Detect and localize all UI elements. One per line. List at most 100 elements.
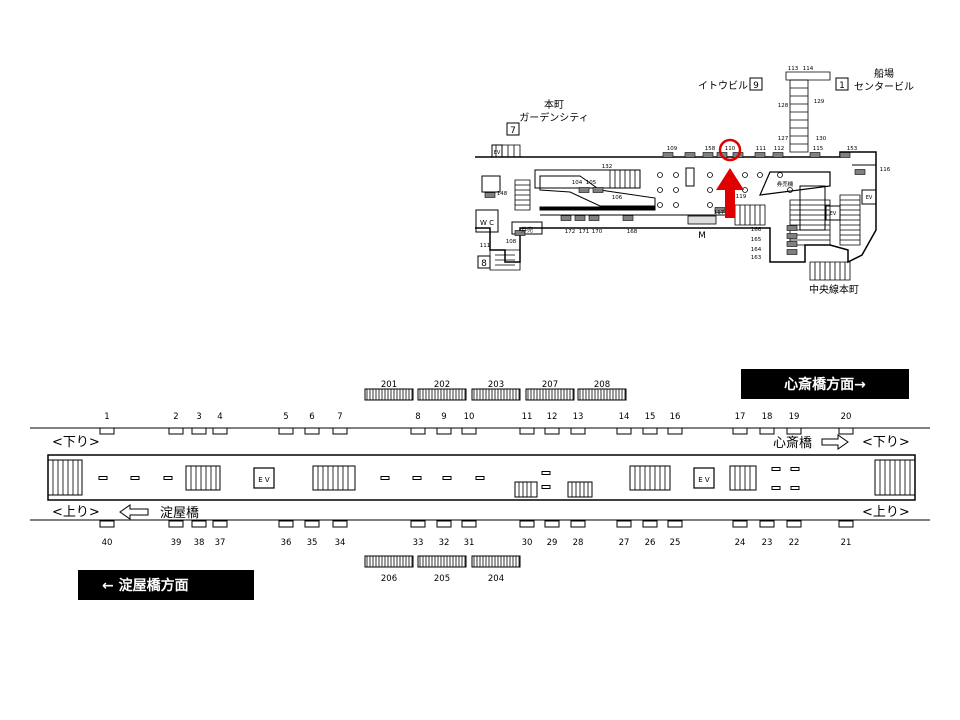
platform-panel: [380, 476, 390, 480]
platform-board-bottom: [212, 520, 228, 528]
platform-board-top: [838, 427, 854, 435]
platform-board-number: 14: [619, 412, 630, 422]
platform-board-number: 5: [283, 412, 288, 422]
yodoyabashi-arrow-icon: [119, 504, 149, 520]
platform-board-top: [278, 427, 294, 435]
platform-banner: [577, 388, 627, 401]
concourse-panel: [560, 215, 572, 221]
platform-board-number: 3: [196, 412, 201, 422]
platform-board-top: [732, 427, 748, 435]
platform-board-bottom: [519, 520, 535, 528]
platform-board-number: 12: [547, 412, 558, 422]
exit-number: 7: [510, 126, 516, 136]
concourse-board-number: 153: [847, 146, 858, 152]
platform-banner: [525, 388, 575, 401]
highlight-arrow-head: [716, 168, 744, 190]
ev-label: EV: [494, 150, 501, 156]
platform-panel: [163, 476, 173, 480]
platform-panel: [442, 476, 452, 480]
platform-board-top: [759, 427, 775, 435]
exit-number: 9: [753, 81, 759, 91]
concourse-board-number: 104: [572, 180, 583, 186]
platform-board-bottom: [304, 520, 320, 528]
platform-board-number: 34: [335, 538, 346, 548]
concourse-board-number: 111: [756, 146, 767, 152]
platform-board-top: [642, 427, 658, 435]
concourse-board-number: 128: [778, 103, 789, 109]
concourse-panel: [754, 152, 766, 158]
building-honmachi: 本町ガーデンシティ: [519, 98, 588, 124]
track-label-up-right: <上り>: [862, 505, 910, 520]
ticket-label: 券売機: [777, 180, 794, 188]
platform-board-number: 13: [573, 412, 584, 422]
platform-board-number: 28: [573, 538, 584, 548]
concourse-board-number: 163: [751, 255, 762, 261]
platform-board-bottom: [786, 520, 802, 528]
platform-board-top: [519, 427, 535, 435]
platform-banner: [471, 388, 521, 401]
concourse-board-number: 109: [667, 146, 678, 152]
exit-number: 1: [839, 81, 845, 91]
platform-banner-number: 201: [381, 380, 397, 390]
platform-board-bottom: [642, 520, 658, 528]
platform-board-top: [191, 427, 207, 435]
track-label-down-right: <下り>: [862, 435, 910, 450]
concourse-board-number: 111: [480, 243, 491, 249]
platform-board-number: 23: [762, 538, 773, 548]
concourse-board-number: 108: [506, 239, 517, 245]
platform-banner-number: 202: [434, 380, 450, 390]
platform-board-top: [212, 427, 228, 435]
concourse-board-number: 130: [816, 136, 827, 142]
platform-board-number: 25: [670, 538, 681, 548]
platform-board-number: 17: [735, 412, 746, 422]
concourse-board-number: 106: [612, 195, 623, 201]
platform-banner: [364, 555, 414, 568]
track-label-up-left: <上り>: [52, 505, 100, 520]
concourse-panel: [592, 187, 604, 193]
platform-board-number: 4: [217, 412, 222, 422]
concourse-panel: [574, 215, 586, 221]
concourse-panel: [578, 187, 590, 193]
wc-label: W C: [480, 219, 494, 227]
platform-board-bottom: [570, 520, 586, 528]
platform-banner-number: 207: [542, 380, 558, 390]
platform-banner: [364, 388, 414, 401]
concourse-panel: [786, 233, 798, 239]
platform-panel: [771, 467, 781, 471]
shinsaibashi-label: 心斎橋: [773, 435, 812, 451]
platform-board-top: [667, 427, 683, 435]
mark-m: M: [698, 231, 706, 241]
platform-board-number: 18: [762, 412, 773, 422]
platform-board-top: [99, 427, 115, 435]
platform-board-number: 33: [413, 538, 424, 548]
chuo-line-label: 中央線本町: [809, 283, 859, 296]
platform-board-top: [570, 427, 586, 435]
platform-board-top: [410, 427, 426, 435]
platform-board-top: [332, 427, 348, 435]
ev-label: EV: [866, 195, 873, 201]
platform-board-number: 30: [522, 538, 533, 548]
platform-panel: [790, 467, 800, 471]
exit-number: 8: [481, 259, 487, 269]
highlight-arrow-shaft: [725, 188, 735, 218]
platform-board-number: 11: [522, 412, 533, 422]
platform-panel: [475, 476, 485, 480]
platform-board-top: [436, 427, 452, 435]
platform-board-number: 38: [194, 538, 205, 548]
platform-board-bottom: [616, 520, 632, 528]
platform-panel: [541, 471, 551, 475]
platform-board-number: 2: [173, 412, 178, 422]
concourse-board-number: 117: [714, 210, 725, 216]
platform-board-bottom: [461, 520, 477, 528]
elevator-label: E V: [258, 476, 270, 484]
elevator-left: [253, 467, 275, 489]
platform-board-number: 22: [789, 538, 800, 548]
platform-board-number: 15: [645, 412, 656, 422]
platform-panel: [541, 485, 551, 489]
platform-small-panels: [98, 467, 800, 490]
highlight-marker: [716, 138, 744, 218]
platform-board-bottom: [99, 520, 115, 528]
platform-board-top: [544, 427, 560, 435]
building-ito: イトウビル: [698, 80, 748, 92]
